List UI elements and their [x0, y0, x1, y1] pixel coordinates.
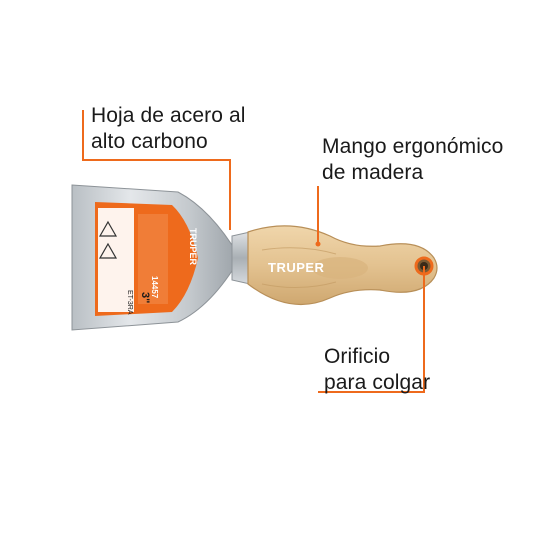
callout-line-hole — [318, 266, 425, 393]
callout-lines — [82, 110, 425, 393]
label-code: 14457 — [150, 276, 159, 299]
callout-hole-line2: para colgar — [324, 371, 431, 394]
callout-handle-line1: Mango ergonómico — [322, 135, 504, 158]
callout-handle-line2: de madera — [322, 161, 424, 184]
blade: TRUPER 14457 3" ET-3RA — [71, 184, 241, 331]
wooden-handle: TRUPER — [247, 225, 438, 305]
callout-hole-line1: Orificio — [324, 345, 391, 368]
callout-blade: Hoja de acero al alto carbono — [91, 103, 246, 155]
label-warning-icons — [98, 220, 118, 259]
callout-line-blade — [82, 110, 231, 230]
label-model: ET-3RA — [126, 290, 133, 315]
callout-handle: Mango ergonómico de madera — [322, 134, 503, 186]
label-brand: TRUPER — [188, 228, 198, 266]
callout-blade-line2: alto carbono — [91, 130, 208, 153]
handle-brand-logo: TRUPER — [268, 260, 325, 275]
callout-hole: Orificio para colgar — [324, 344, 430, 396]
ferrule — [231, 231, 251, 285]
callout-blade-line1: Hoja de acero al — [91, 104, 246, 127]
label-size: 3" — [139, 292, 151, 303]
